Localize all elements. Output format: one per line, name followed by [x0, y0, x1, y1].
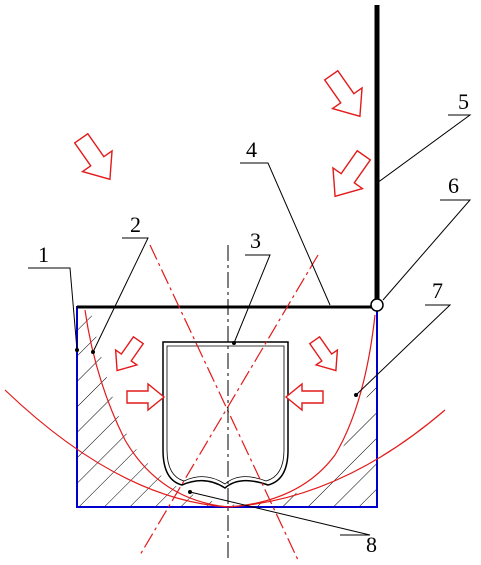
label-6: 6: [448, 173, 459, 198]
red-curves: [4, 309, 446, 508]
joint-circle: [370, 298, 384, 312]
hatched-region: [77, 307, 377, 507]
label-3: 3: [250, 228, 261, 253]
label-7: 7: [432, 278, 443, 303]
label-4: 4: [246, 137, 257, 162]
insert-body: [162, 341, 289, 489]
leader-dots: [75, 181, 379, 494]
label-2: 2: [130, 212, 141, 237]
diagonal-lines: [139, 244, 319, 561]
label-5: 5: [458, 89, 469, 114]
force-arrows: [73, 69, 372, 412]
label-1: 1: [38, 242, 49, 267]
leader-lines: [28, 114, 472, 536]
label-8: 8: [366, 532, 377, 557]
